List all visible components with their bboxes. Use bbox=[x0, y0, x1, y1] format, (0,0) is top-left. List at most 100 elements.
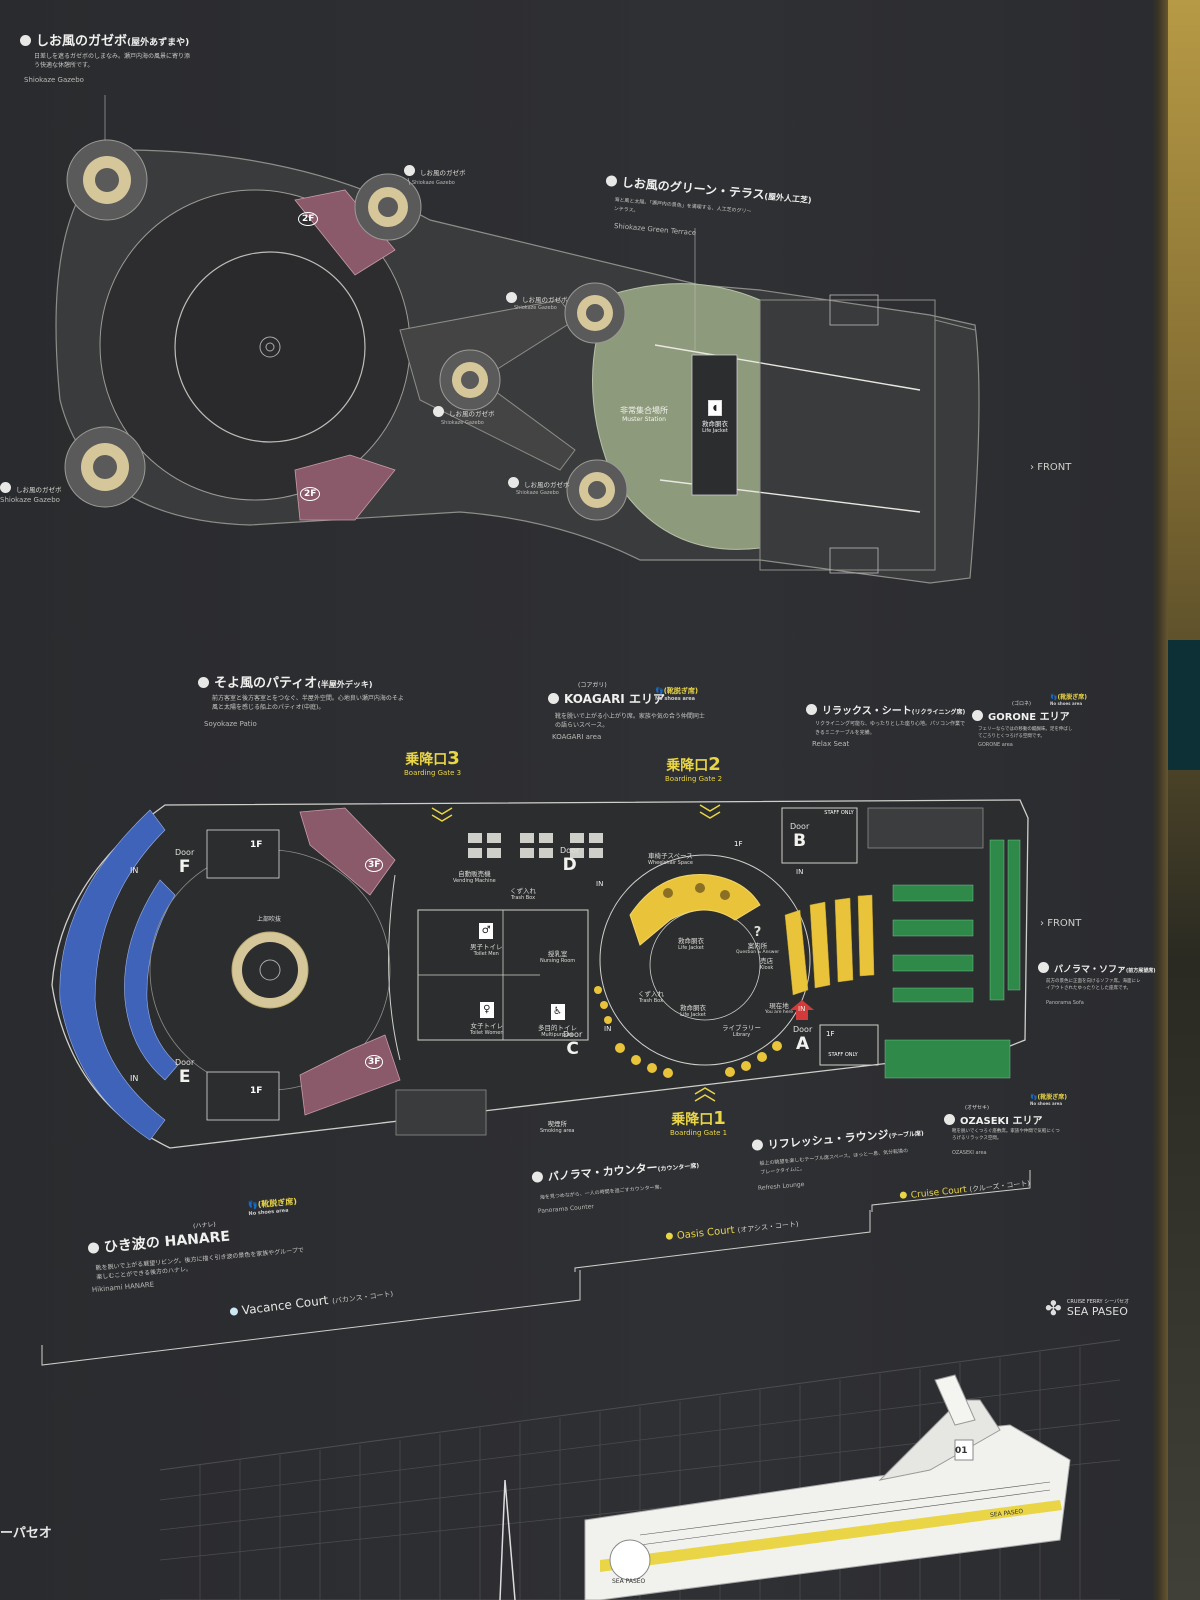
gazebo-label: しお風のガゼボ bbox=[404, 165, 466, 177]
patio-desc: 前方客室と後方客室とをつなぐ、半屋外空間。心地良い瀬戸内海のそよ風と太陽を感じる… bbox=[212, 695, 404, 711]
gorone-title: GORONE エリア bbox=[972, 708, 1070, 723]
upper-deck-plan bbox=[55, 95, 980, 584]
gazebo-icon bbox=[66, 139, 148, 221]
background-wall bbox=[1168, 0, 1200, 1600]
koagari-desc: 靴を脱いで上がる小上がり席。家族や気の合う仲間同士の語らいスペース。 bbox=[555, 713, 705, 729]
court-dot-icon bbox=[899, 1191, 908, 1199]
gazebo-label: しお風のガゼボ bbox=[0, 482, 62, 494]
staff-only-label: STAFF ONLY bbox=[824, 810, 854, 816]
gazebo-icon bbox=[566, 459, 628, 521]
in-label: IN bbox=[798, 1005, 806, 1013]
footprint-icon: 👣 bbox=[1030, 1094, 1038, 1101]
relax-seat-title: リラックス・シート(リクライニング席) bbox=[806, 702, 965, 717]
you-are-here-marker bbox=[790, 1000, 814, 1020]
main-front-label: › FRONT bbox=[1040, 918, 1082, 929]
stair-label: 3F bbox=[365, 858, 384, 872]
stair-label: 1F bbox=[826, 1030, 835, 1038]
in-label: IN bbox=[130, 1074, 139, 1083]
footprint-icon: 👣 bbox=[1050, 694, 1058, 701]
hull-brand-left: SEA PASEO bbox=[612, 1578, 646, 1585]
stair-wedge-top bbox=[294, 189, 396, 276]
gazebo-label-en: Shiokaze Gazebo bbox=[0, 496, 60, 504]
gazebo-label: しお風のガゼボ bbox=[508, 477, 570, 489]
patio-title: そよ風のパティオ(半屋外デッキ) bbox=[198, 672, 373, 691]
in-label: IN bbox=[130, 866, 139, 875]
gazebo-label-en: Shiokaze Gazebo bbox=[412, 180, 455, 186]
wheelchair-icon: ♿ bbox=[550, 1004, 565, 1020]
gazebo-label: しお風のガゼボ bbox=[506, 292, 568, 304]
gazebo-icon bbox=[564, 282, 626, 344]
upper-front-label: › FRONT bbox=[1030, 462, 1072, 473]
court-dot-icon bbox=[229, 1307, 239, 1316]
koagari-ruby: (コアガリ) bbox=[578, 682, 607, 689]
gazebo-main-title: しお風のガゼボ(屋外あずまや) bbox=[20, 30, 189, 49]
gorone-ruby: (ゴロネ) bbox=[1012, 701, 1031, 707]
gazebo-main-desc: 日差しを遮るガゼボのしまなみ。瀬戸内海の風景に寄り添う快適な休憩所です。 bbox=[34, 53, 191, 69]
ozaseki-ruby: (オザセキ) bbox=[965, 1105, 989, 1111]
gazebo-label: しお風のガゼボ bbox=[433, 406, 495, 418]
gazebo-label-en: Shiokaze Gazebo bbox=[441, 420, 484, 426]
koagari-shoe: 👣(靴脱ぎ席)No shoes area bbox=[655, 687, 699, 702]
gorone-en: GORONE area bbox=[978, 742, 1013, 748]
main-deck-plan bbox=[51, 799, 1029, 1149]
staff-only-label: STAFF ONLY bbox=[828, 1052, 858, 1058]
panorama-sofa-title: パノラマ・ソファ(前方展望席) bbox=[1038, 962, 1156, 975]
gazebo-label-en: Shiokaze Gazebo bbox=[514, 305, 557, 311]
panorama-sofa-en: Panorama Sofa bbox=[1046, 1000, 1084, 1006]
ship-number: 01 bbox=[955, 1446, 968, 1456]
hanare-seats bbox=[59, 809, 166, 1141]
ozaseki-en: OZASEKI area bbox=[952, 1150, 987, 1156]
court-brackets bbox=[41, 1170, 1031, 1366]
in-label: IN bbox=[796, 868, 804, 876]
stair-label: 3F bbox=[365, 1055, 384, 1069]
toilet-women-icon: ♀ bbox=[479, 1002, 494, 1018]
gorone-desc: フェリーならではの移動の醍醐味。足を伸ばしてごろりとくつろげる空間です。 bbox=[978, 727, 1073, 739]
gazebo-icon bbox=[439, 349, 501, 411]
gazebo-label-en: Shiokaze Gazebo bbox=[516, 490, 559, 496]
ozaseki-title: OZASEKI エリア bbox=[944, 1112, 1042, 1127]
stair-badge: 2F bbox=[300, 487, 321, 501]
toilet-men-icon: ♂ bbox=[479, 923, 494, 939]
in-label: IN bbox=[596, 880, 604, 888]
clover-icon: ✤ bbox=[1045, 1296, 1062, 1320]
relax-seat-desc: リクライニング可能な、ゆったりとした座り心地。パソコン作業できるミニテーブルを完… bbox=[815, 721, 966, 736]
stair-wedge-bottom bbox=[294, 454, 396, 521]
life-jacket-icon: ◖ bbox=[708, 400, 722, 416]
court-dot-icon bbox=[665, 1232, 674, 1240]
relax-seat-en: Relax Seat bbox=[812, 740, 850, 748]
koagari-title: KOAGARI エリア bbox=[548, 690, 665, 707]
stair-label: 1F bbox=[250, 1086, 263, 1096]
patio-en: Soyokaze Patio bbox=[204, 720, 257, 728]
ozaseki-desc: 靴を脱いでくつろぐ座敷席。家族や仲間で気軽にくつろげるリラックス空間。 bbox=[952, 1129, 1060, 1141]
footprint-icon: 👣 bbox=[655, 687, 664, 695]
brand-logo: ✤ CRUISE FERRY シーパセオ SEA PASEO bbox=[1045, 1296, 1130, 1320]
koagari-en: KOAGARI area bbox=[552, 733, 602, 741]
gazebo-icon bbox=[354, 173, 422, 241]
upper-void-label: 上部吹抜 bbox=[257, 916, 282, 923]
